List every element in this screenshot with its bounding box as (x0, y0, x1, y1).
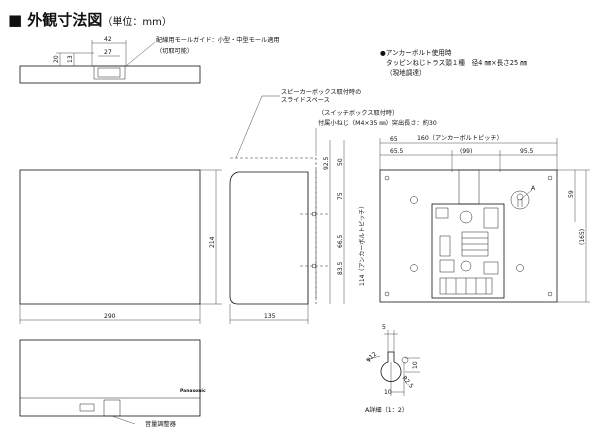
dim-835: 83.5 (337, 261, 344, 275)
detail-dim-r25: R2.5 (400, 375, 414, 390)
dim-165: (165) (579, 229, 586, 245)
detail-dim-10b: 10 (412, 361, 419, 369)
speaker-box-note-2: スライドスペース (281, 97, 330, 104)
anchor-pitch-vertical: 114（アンカーボルトピッチ） (358, 203, 366, 286)
back-view: 65 65.5 (99) 95.5 59 (165) A (379, 136, 590, 303)
dim-99: (99) (460, 148, 472, 155)
dim-13: 13 (67, 55, 74, 63)
unit-label: （単位：mm） (102, 17, 172, 28)
dim-135: 135 (264, 313, 276, 320)
page-title: ■ 外観寸法図（単位：mm） (8, 11, 172, 29)
wiring-guide-note: 配線用モールガイド：小型・中型モール適用 (156, 37, 280, 44)
front-view: 214 290 (19, 169, 222, 324)
detail-dim-10a: 10 (384, 389, 392, 396)
dim-20: 20 (53, 55, 60, 63)
detail-dim-5: 5 (382, 324, 386, 331)
bottom-view: Panasonic (19, 339, 206, 425)
dim-27: 27 (104, 49, 112, 56)
keyhole-a-label: A (531, 185, 536, 192)
dim-665: 66.5 (337, 234, 344, 248)
dim-50: 50 (337, 158, 344, 166)
detail-dim-12: φ12 (365, 351, 379, 364)
dim-42: 42 (104, 36, 112, 43)
top-view: 42 27 20 13 (19, 36, 201, 84)
wiring-cut-note: （切取可能） (156, 48, 194, 55)
speaker-box-note-1: スピーカーボックス取付時の (281, 89, 362, 96)
tapping-screw-note: タッピンねじトラス頭１種 径4 ㎜×長さ25 ㎜ (386, 59, 527, 67)
volume-label: 音量調整器 (145, 421, 176, 428)
dim-955: 95.5 (520, 148, 534, 155)
anchor-bolt-note: ●アンカーボルト使用時 (380, 49, 452, 57)
brand-logo: Panasonic (180, 388, 206, 394)
dim-75: 75 (337, 192, 344, 200)
dim-925: 92.5 (323, 156, 330, 170)
dim-214: 214 (209, 236, 216, 248)
switch-box-note-2: 付属小ねじ（M4×35 ㎜）突出長さ：約30 (318, 120, 437, 127)
detail-a: 5 φ12 10 10 R2.5 (365, 324, 420, 396)
switch-box-note-1: （スイッチボックス取付時） (318, 110, 399, 117)
dim-290: 290 (104, 313, 116, 320)
local-procure-note: （現地調達） (386, 69, 426, 77)
dim-65: 65 (390, 136, 398, 143)
detail-a-label: A詳細（1：2） (365, 407, 409, 414)
dim-655: 65.5 (390, 148, 404, 155)
dim-59: 59 (568, 190, 575, 198)
side-view: 92.5 50 75 66.5 83.5 114（アンカーボルトピッチ） 135 (229, 95, 366, 324)
anchor-pitch-label: 160（アンカーボルトピッチ） (417, 135, 503, 142)
